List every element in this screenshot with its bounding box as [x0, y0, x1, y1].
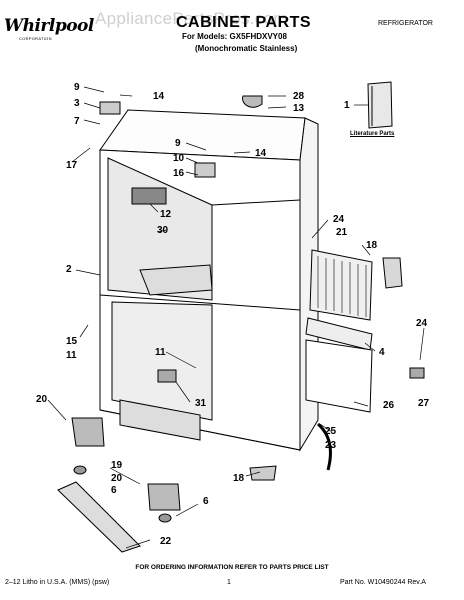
callout-19: 19 [111, 460, 123, 471]
callout-24: 24 [333, 214, 345, 225]
callout-23: 23 [325, 440, 337, 451]
callout-2: 2 [66, 264, 72, 275]
callout-16: 16 [173, 168, 185, 179]
section-label: REFRIGERATOR [378, 20, 433, 27]
callout-9: 9 [175, 138, 181, 149]
callout-28: 28 [293, 91, 305, 102]
callout-3: 3 [74, 98, 80, 109]
callout-26: 26 [383, 400, 395, 411]
callout-20: 20 [36, 394, 48, 405]
callout-10: 10 [173, 153, 185, 164]
callout-9: 9 [74, 82, 80, 93]
brand-name: Whirlpool [4, 16, 94, 36]
callout-30: 30 [157, 225, 169, 236]
callout-22: 22 [160, 536, 172, 547]
callout-14: 14 [255, 148, 267, 159]
cabinet-outline [47, 81, 425, 553]
footer-part-number: Part No. W10490244 Rev.A [340, 579, 426, 586]
callout-17: 17 [66, 160, 78, 171]
callout-13: 13 [293, 103, 305, 114]
callout-6: 6 [111, 485, 117, 496]
callout-14: 14 [153, 91, 165, 102]
callout-18: 18 [366, 240, 378, 251]
callout-21: 21 [336, 227, 348, 238]
model-line: For Models: GX5FHDXVY08 [182, 32, 287, 41]
finish-line: (Monochromatic Stainless) [195, 44, 298, 53]
callout-24: 24 [416, 318, 428, 329]
callout-7: 7 [74, 116, 80, 127]
brand-logo: Whirlpool [4, 16, 94, 36]
callout-11: 11 [155, 347, 166, 358]
literature-parts-label: Literature Parts [350, 131, 395, 137]
callout-31: 31 [195, 398, 207, 409]
callout-25: 25 [325, 426, 337, 437]
callout-20: 20 [111, 473, 123, 484]
callout-27: 27 [418, 398, 430, 409]
watermark: AppliancePartsPros.com [95, 9, 288, 28]
brand-subtitle: CORPORATION [19, 36, 52, 41]
footer-notice: FOR ORDERING INFORMATION REFER TO PARTS … [135, 564, 329, 571]
callout-1: 1 [344, 100, 350, 111]
callout-12: 12 [160, 209, 172, 220]
callout-18: 18 [233, 473, 245, 484]
footer-page-number: 1 [227, 579, 231, 586]
callout-15: 15 [66, 336, 78, 347]
callout-6: 6 [203, 496, 209, 507]
page-title: CABINET PARTS [176, 14, 312, 31]
footer-litho: 2–12 Litho in U.S.A. (MMS) (psw) [5, 579, 110, 586]
callout-4: 4 [379, 347, 385, 358]
callout-11: 11 [66, 350, 77, 361]
